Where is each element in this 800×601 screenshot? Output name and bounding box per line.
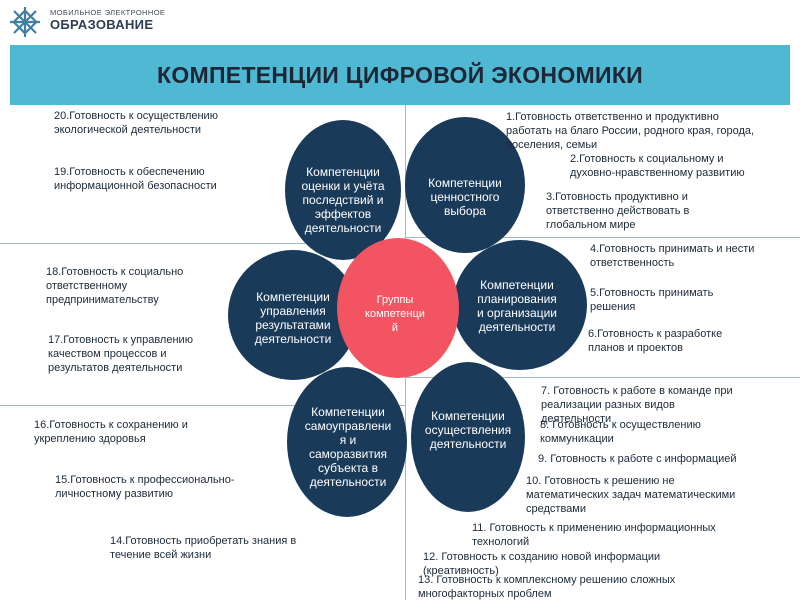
petal-top-left — [285, 120, 401, 260]
competency-item-11: 11. Готовность к применению информационн… — [472, 522, 716, 548]
competency-item-14: 14.Готовность приобретать знания в течен… — [110, 535, 297, 561]
competency-item-19: 19.Готовность к обеспечению информационн… — [54, 166, 217, 192]
header: МОБИЛЬНОЕ ЭЛЕКТРОННОЕ ОБРАЗОВАНИЕ — [0, 0, 800, 45]
competency-item-1: 1.Готовность ответственно и продуктивно … — [506, 111, 755, 151]
competency-item-10: 10. Готовность к решению не математическ… — [526, 475, 736, 515]
petal-right — [453, 240, 587, 370]
brand-name: ОБРАЗОВАНИЕ — [50, 17, 154, 32]
center-circle — [337, 238, 459, 378]
title-banner: КОМПЕТЕНЦИИ ЦИФРОВОЙ ЭКОНОМИКИ — [10, 45, 790, 105]
petal-bottom-left — [287, 367, 407, 517]
competency-item-5: 5.Готовность принимать решения — [590, 287, 714, 313]
petal-label-top-right: Компетенции ценностного выбора — [428, 176, 502, 218]
star-lattice-logo-icon — [10, 7, 40, 37]
center-label: Группы компетенци й — [365, 294, 425, 334]
competency-item-9: 9. Готовность к работе с информацией — [538, 453, 737, 465]
competency-item-13: 13. Готовность к комплексному решению сл… — [418, 574, 676, 600]
petal-bottom-right — [411, 362, 525, 512]
brand-subtitle: МОБИЛЬНОЕ ЭЛЕКТРОННОЕ — [50, 8, 166, 17]
competency-item-7: 7. Готовность к работе в команде при реа… — [541, 385, 733, 425]
competency-item-2: 2.Готовность к социальному и духовно-нра… — [570, 153, 745, 179]
divider-right-lower — [405, 377, 800, 378]
competency-item-16: 16.Готовность к сохранению и укреплению … — [34, 419, 188, 445]
competency-item-15: 15.Готовность к профессионально- личност… — [55, 474, 235, 500]
competency-item-18: 18.Готовность к социально ответственному… — [46, 266, 184, 306]
petal-label-top-left: Компетенции оценки и учёта последствий и… — [301, 165, 385, 235]
divider-left-upper — [0, 243, 405, 244]
competency-item-3: 3.Готовность продуктивно и ответственно … — [546, 191, 690, 231]
petal-label-bottom-left: Компетенции самоуправлени я и саморазвит… — [304, 405, 392, 489]
page-title: КОМПЕТЕНЦИИ ЦИФРОВОЙ ЭКОНОМИКИ — [156, 62, 643, 88]
petal-top-right — [405, 117, 525, 253]
competency-item-12: 12. Готовность к созданию новой информац… — [423, 551, 661, 577]
competency-item-17: 17.Готовность к управлению качеством про… — [48, 334, 193, 374]
competency-item-4: 4.Готовность принимать и нести ответстве… — [590, 243, 755, 269]
competency-item-6: 6.Готовность к разработке планов и проек… — [588, 328, 723, 354]
competency-item-20: 20.Готовность к осуществлению экологичес… — [54, 110, 218, 136]
petal-label-left: Компетенции управления результатами деят… — [254, 290, 332, 346]
divider-right-upper — [405, 237, 800, 238]
petal-label-bottom-right: Компетенции осуществления деятельности — [424, 409, 512, 451]
petal-left — [228, 250, 358, 380]
competency-item-8: 8. Готовность к осуществлению коммуникац… — [540, 419, 701, 445]
petal-label-right: Компетенции планирования и организации д… — [477, 278, 557, 334]
divider-left-lower — [0, 405, 405, 406]
